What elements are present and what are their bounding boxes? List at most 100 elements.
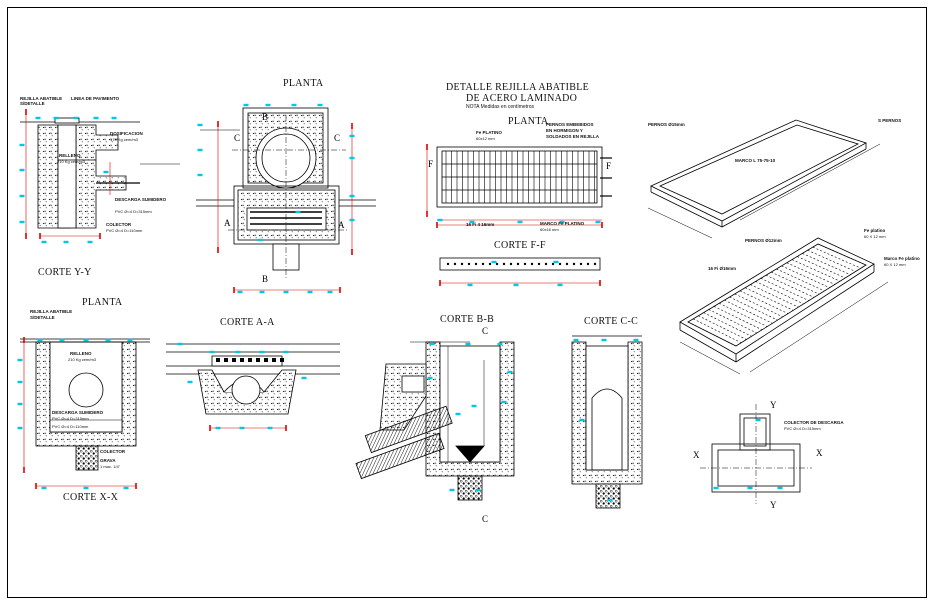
dimension-end-tick [339,287,341,293]
note-dosificacion-val: 170 Kg cem/m3 [110,137,139,142]
dimension-tick [19,168,25,172]
grate-bar-3d [693,318,742,344]
dimension-tick [177,342,183,346]
dimension-tick [265,103,271,107]
dimension-tick [307,290,313,294]
dimension-tick [595,220,601,224]
dimension-tick [237,290,243,294]
marker-y-top: Y [770,400,777,410]
bolt-hole [586,262,590,266]
bolt-hole [565,262,569,266]
dimension-tick [73,116,79,120]
dimension-end-tick [601,222,603,228]
dimension-tick [243,103,249,107]
dimension-tick [607,498,613,502]
dimension-tick [93,116,99,120]
corte-ff-holes [446,262,597,266]
marker-a-right: A [338,220,345,230]
dimension-tick [19,220,25,224]
grate-bar-3d [734,293,783,318]
grate-bar-3d [724,299,773,324]
bolt-hole [544,262,548,266]
dimension-tick [559,220,565,224]
corte-aa-bars [216,358,284,362]
dimension-tick [501,400,507,404]
rejilla-planta-drawing [426,146,612,226]
dimension-tick [35,116,41,120]
dimension-end-tick [25,109,27,115]
note-colector-descarga: COLECTOR DE DESCARGA [784,420,844,425]
dimension-end-tick [23,337,25,343]
dimension-tick [497,342,503,346]
dimension-tick [349,134,355,138]
note-grava-val: 1 mac. 1/4" [100,464,121,469]
marker-c-left: C [234,133,241,143]
note-rejilla-abatible: REJILLA ABATIBLE [20,96,63,101]
dimension-tick [295,210,301,214]
dimension-tick [777,486,783,490]
dimension-end-tick [285,425,287,431]
note-marco-l: MARCO L 75-75-10 [735,158,776,163]
note-s-detalle: S/DETALLE [20,101,45,106]
grate-bar-3d [755,281,804,305]
bolt-hole [446,262,450,266]
note-colector-yy: COLECTOR [106,222,132,227]
marker-f-left: F [428,159,434,169]
dimension-end-tick [439,280,441,286]
dimension-tick [317,103,323,107]
dimension-tick [507,370,513,374]
dimension-tick [327,290,333,294]
dimension-end-tick [23,467,25,473]
dimension-tick [475,488,481,492]
note-linea-pavimento: LINEA DE PAVIMENTO [71,96,120,101]
dimension-tick [579,418,585,422]
note-pvc-315-a: PVC Ø=4 D=315mm [115,209,152,214]
dimension-end-tick [351,249,353,255]
marker-a-left: A [224,218,231,228]
dimension-end-tick [39,233,41,239]
marker-c-bb-top: C [482,326,489,336]
dimension-tick [215,426,221,430]
dimension-tick [467,283,473,287]
note-marco-platina2: Marco Fe platino [884,256,920,261]
grate-bar-3d [781,265,830,288]
grate-section-bar [264,358,268,362]
dimension-markers [17,103,783,502]
note-pvc-110-yy: PVC Ø=4 D=110mm [106,228,143,233]
grate-section-bar [256,358,260,362]
dimension-tick [41,486,47,490]
dimension-tick [259,290,265,294]
dimension-tick [471,404,477,408]
grate-section-bar [248,358,252,362]
grate-bar-3d [817,243,867,266]
corte-yy-drawing [20,112,180,237]
dimension-tick [713,486,719,490]
dimension-tick [127,338,133,342]
dimension-tick [259,350,265,354]
grate-section-bar [272,358,276,362]
sheet-border [7,7,927,598]
marker-y-bottom: Y [770,500,777,510]
dimension-tick [437,218,443,222]
title-corte-xx: CORTE X-X [63,492,119,503]
dimension-tick [37,338,43,342]
grate-bar-3d [771,271,820,295]
dimension-tick [111,116,117,120]
bolt-hole [474,262,478,266]
title-detalle-line1: DETALLE REJILLA ABATIBLE [446,82,590,93]
dimension-tick [449,488,455,492]
corte-bb-drawing [379,341,515,501]
bolt-hole [509,262,513,266]
dimension-tick [187,380,193,384]
dimension-tick [573,338,579,342]
grate-bar-3d [786,262,835,285]
note-platina-val: 60x12 mm [476,136,495,141]
note-relleno-val-xx: 210 Kg cem/m3 [68,357,97,362]
title-corte-aa: CORTE A-A [220,317,275,328]
bolt-hole [537,262,541,266]
marco-3d-drawing [647,119,881,239]
title-corte-yy: CORTE Y-Y [38,267,92,278]
note-platina: Fe PLATINO [476,130,502,135]
